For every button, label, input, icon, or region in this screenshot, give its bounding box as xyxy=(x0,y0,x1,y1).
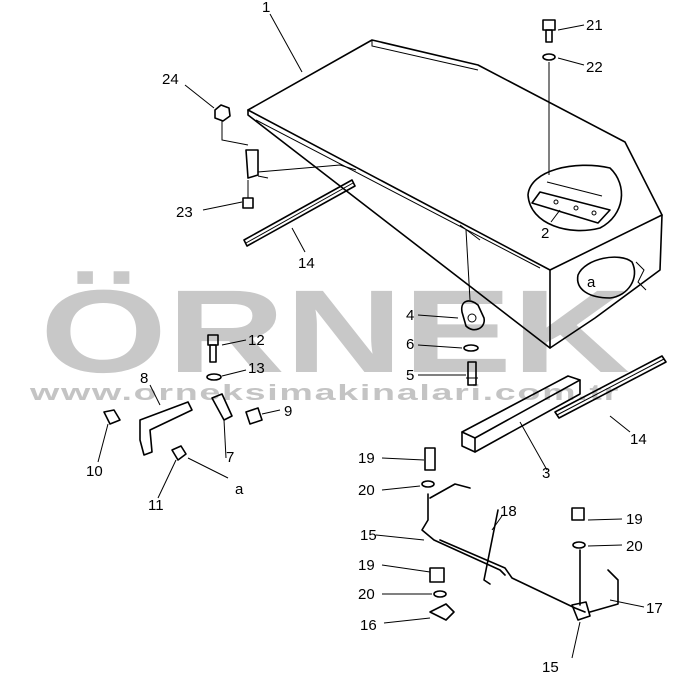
callout-5: 5 xyxy=(406,367,414,384)
callout-14-left: 14 xyxy=(298,255,315,272)
callout-4: 4 xyxy=(406,307,414,324)
leader-lines xyxy=(97,13,645,659)
rod-assembly xyxy=(421,447,619,621)
callout-19-middle: 19 xyxy=(358,557,375,574)
callout-10: 10 xyxy=(86,463,103,480)
lock-parts xyxy=(103,334,263,479)
reference-mark-a-cutout: a xyxy=(587,274,596,291)
callout-11: 11 xyxy=(148,497,164,514)
callout-7: 7 xyxy=(226,449,234,466)
hinge-plate xyxy=(527,164,623,232)
callout-6: 6 xyxy=(406,336,414,353)
callout-19-right: 19 xyxy=(626,511,643,528)
callout-22: 22 xyxy=(586,59,603,76)
callout-12: 12 xyxy=(248,332,265,349)
callout-21: 21 xyxy=(586,17,603,34)
reference-mark-a-arrow: a xyxy=(235,481,244,498)
side-cutout xyxy=(576,256,647,299)
callout-20-right: 20 xyxy=(626,538,643,555)
callout-15-right: 15 xyxy=(542,659,559,674)
top-bolt xyxy=(542,19,556,175)
cover-hood xyxy=(245,39,663,349)
left-fasteners xyxy=(214,104,254,209)
callout-20-top: 20 xyxy=(358,482,375,499)
callout-3: 3 xyxy=(542,465,550,482)
callout-8: 8 xyxy=(140,370,148,387)
callout-17: 17 xyxy=(646,600,663,617)
callout-24: 24 xyxy=(162,71,179,88)
callout-1: 1 xyxy=(262,0,270,16)
callout-2: 2 xyxy=(541,225,549,242)
callout-16: 16 xyxy=(360,617,377,634)
callout-labels: 1 2 3 4 5 6 7 8 9 10 11 12 13 14 14 15 1… xyxy=(86,0,663,674)
callout-9: 9 xyxy=(284,403,292,420)
callout-19-top: 19 xyxy=(358,450,375,467)
callout-14-right: 14 xyxy=(630,431,647,448)
callout-23: 23 xyxy=(176,204,193,221)
rubber-strip-left xyxy=(243,179,356,247)
watermark: ÖRNEK www.orneksimakinalari.com.tr xyxy=(28,266,630,405)
callout-20-middle: 20 xyxy=(358,586,375,603)
watermark-url: www.orneksimakinalari.com.tr xyxy=(28,380,620,405)
callout-13: 13 xyxy=(248,360,265,377)
rubber-strip-right xyxy=(554,355,667,419)
watermark-brand: ÖRNEK xyxy=(40,266,630,398)
support-channel xyxy=(461,375,581,453)
callout-18: 18 xyxy=(500,503,517,520)
callout-15-left: 15 xyxy=(360,527,377,544)
latch-assembly xyxy=(459,224,485,386)
